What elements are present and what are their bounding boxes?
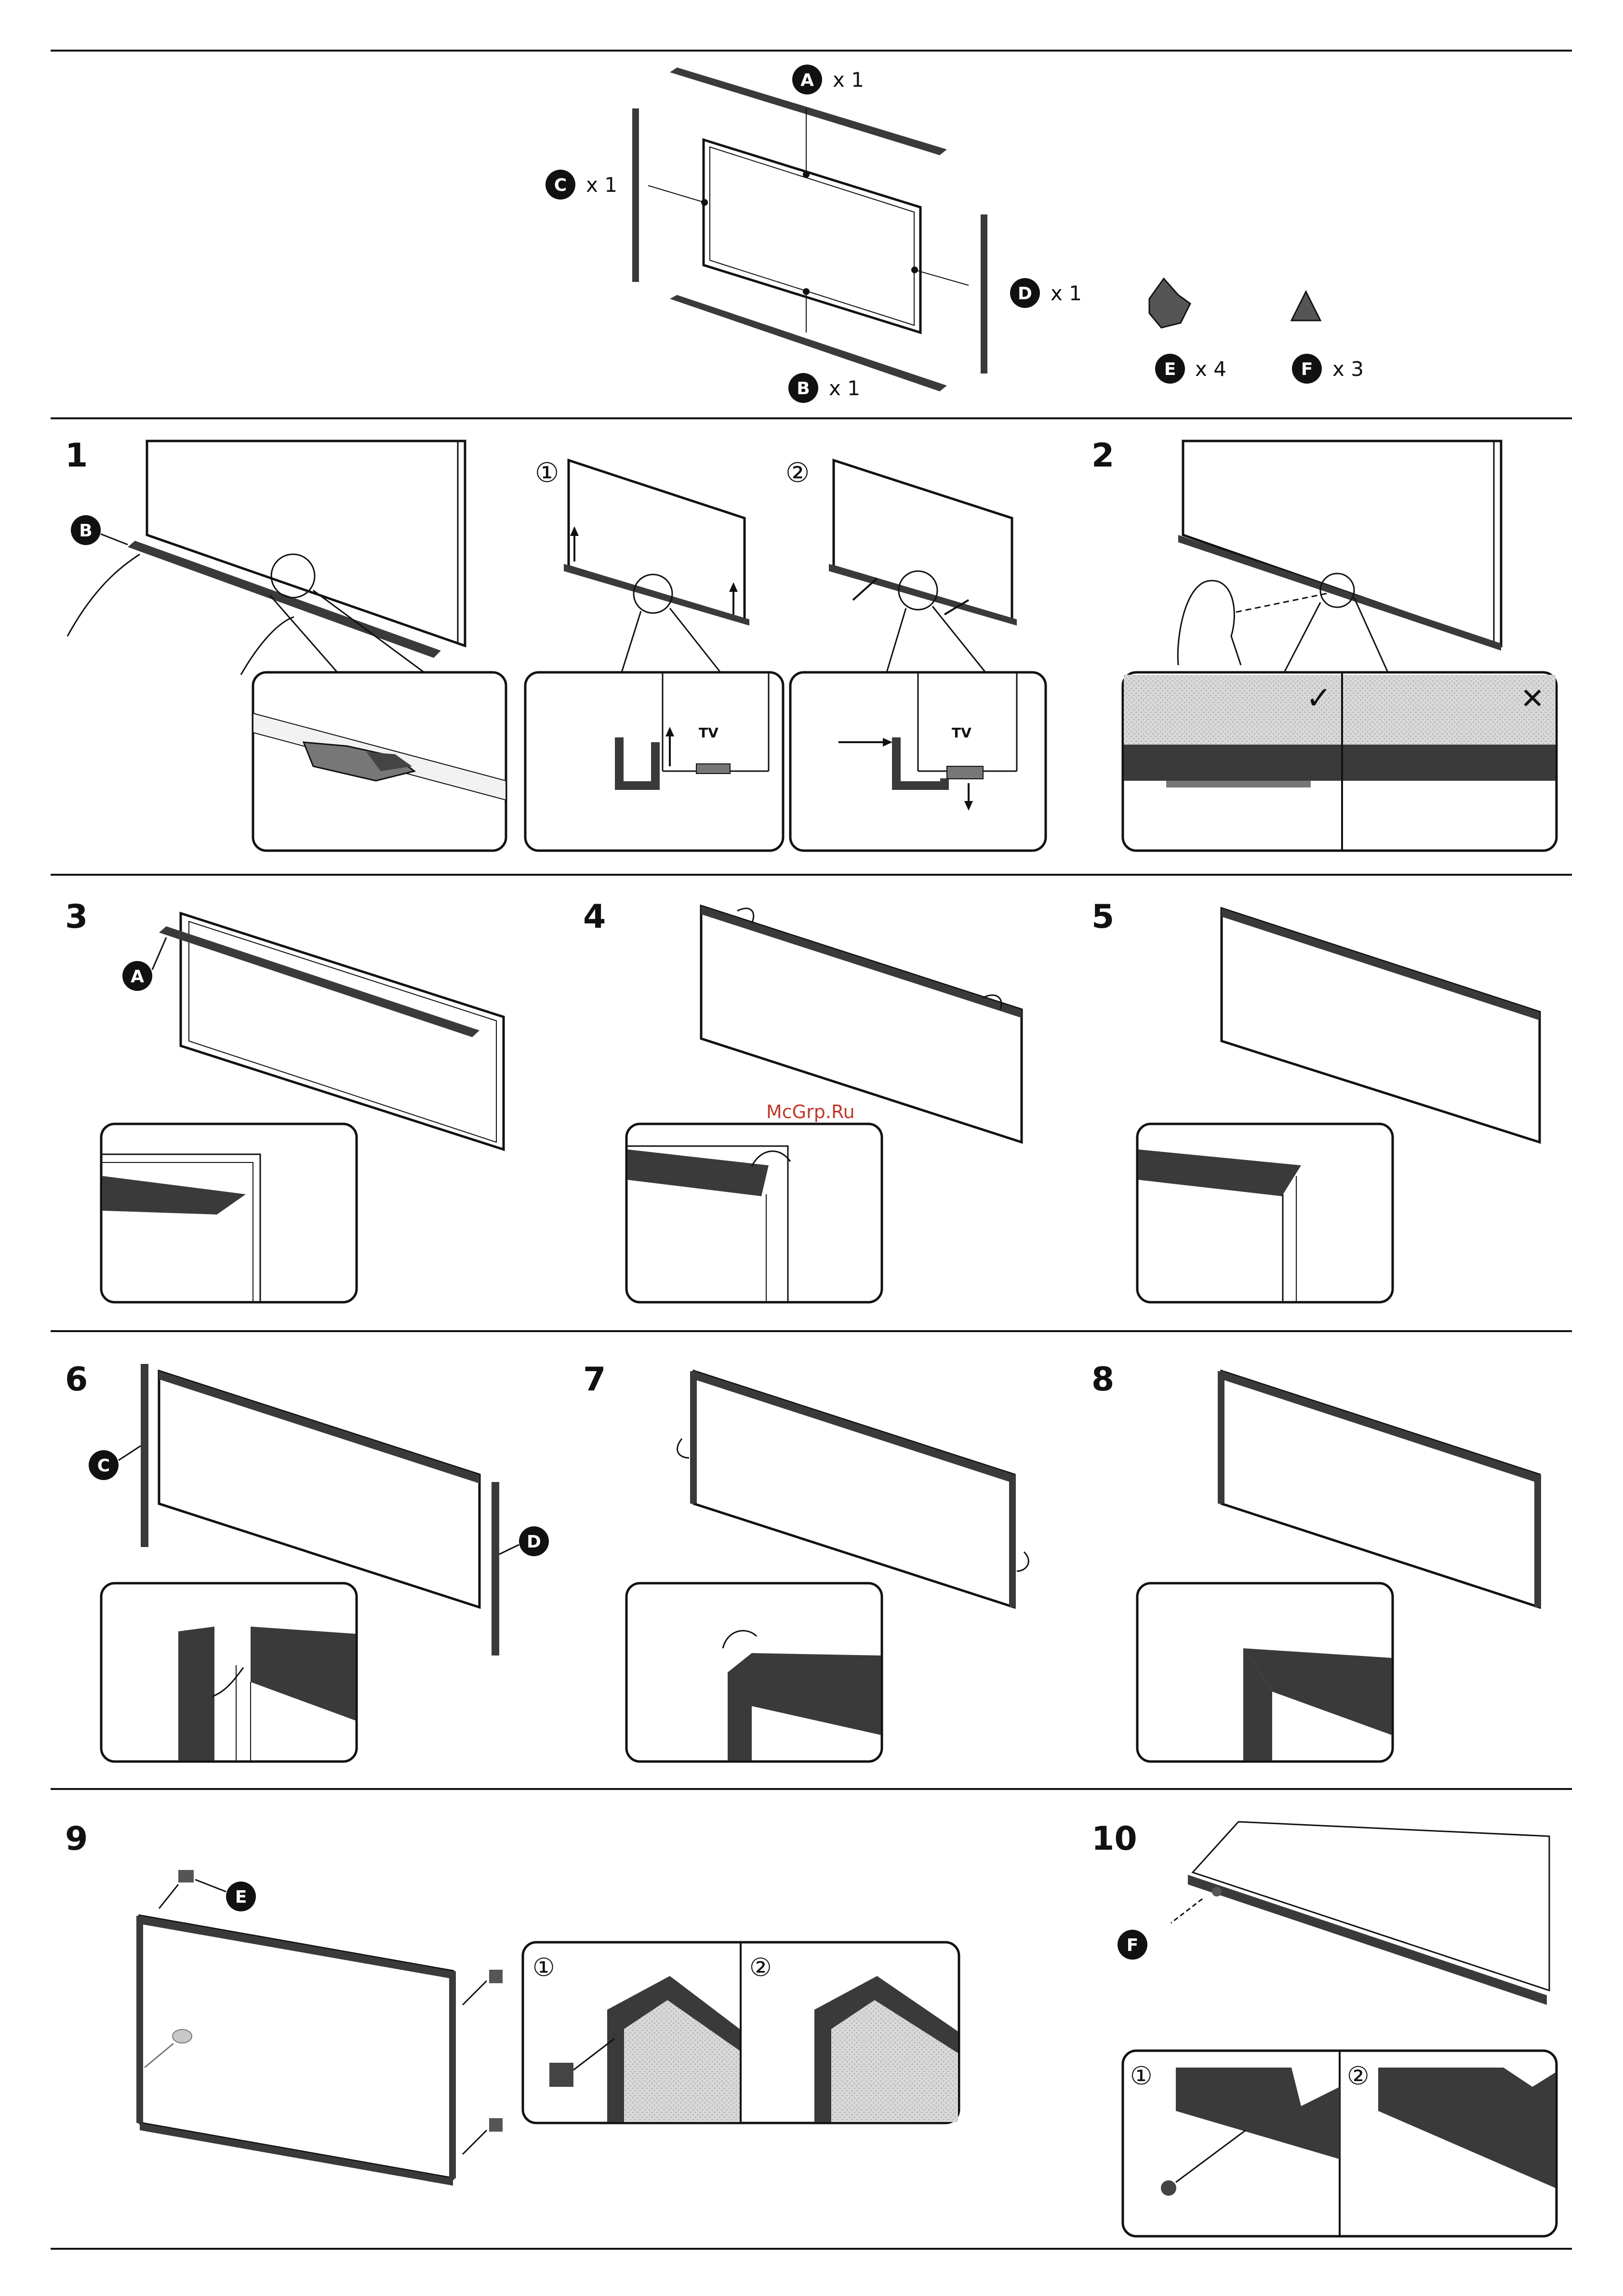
- svg-text:TV: TV: [699, 725, 718, 741]
- svg-text:x 4: x 4: [1195, 357, 1226, 381]
- step-2: 2 ✓ ✕: [1091, 437, 1556, 851]
- svg-text:①: ①: [535, 457, 559, 489]
- svg-text:x 1: x 1: [829, 376, 860, 400]
- svg-text:x 1: x 1: [833, 68, 864, 92]
- svg-text:3: 3: [65, 898, 88, 936]
- svg-text:1: 1: [65, 437, 88, 475]
- svg-text:C: C: [97, 1456, 110, 1476]
- step-9: 9 E ① ②: [65, 1820, 959, 2186]
- step-4: 4: [583, 898, 1022, 1302]
- svg-text:B: B: [79, 521, 92, 541]
- svg-text:①: ①: [532, 1953, 555, 1982]
- step-7: 7: [583, 1361, 1028, 1762]
- svg-text:F: F: [1127, 1936, 1139, 1955]
- svg-text:✕: ✕: [1520, 682, 1544, 716]
- svg-text:①: ①: [1130, 2062, 1153, 2091]
- svg-text:10: 10: [1091, 1820, 1137, 1858]
- svg-text:9: 9: [65, 1820, 88, 1858]
- svg-text:D: D: [527, 1532, 541, 1552]
- part-e: E x 4: [1149, 279, 1226, 384]
- label-d: D x 1: [1010, 278, 1082, 308]
- label-a: A x 1: [792, 65, 864, 94]
- step-5: 5: [1091, 898, 1540, 1302]
- strip-c: [632, 108, 639, 282]
- svg-text:8: 8: [1091, 1361, 1114, 1399]
- svg-text:②: ②: [785, 457, 810, 489]
- svg-text:5: 5: [1091, 898, 1114, 936]
- svg-text:②: ②: [749, 1953, 772, 1982]
- svg-text:4: 4: [583, 898, 606, 936]
- svg-text:x 3: x 3: [1332, 357, 1364, 381]
- svg-text:✓: ✓: [1306, 681, 1332, 716]
- svg-text:TV: TV: [952, 725, 971, 741]
- label-b: B x 1: [788, 373, 860, 403]
- svg-text:A: A: [800, 70, 814, 90]
- svg-text:B: B: [797, 379, 810, 399]
- strip-d: [981, 214, 987, 374]
- svg-text:E: E: [1164, 360, 1176, 379]
- svg-text:②: ②: [1347, 2062, 1370, 2091]
- svg-text:x 1: x 1: [586, 173, 617, 197]
- label-c: C x 1: [545, 170, 617, 200]
- watermark: McGrp.Ru: [766, 1101, 855, 1122]
- step-3: 3 A: [65, 898, 504, 1302]
- svg-text:x 1: x 1: [1051, 281, 1082, 305]
- svg-text:6: 6: [65, 1361, 88, 1399]
- svg-text:D: D: [1018, 284, 1032, 304]
- svg-text:F: F: [1301, 360, 1313, 379]
- svg-text:A: A: [131, 967, 144, 987]
- step-10: 10 F ① ②: [1091, 1820, 1556, 2236]
- tv-panel: [704, 140, 920, 333]
- step-1: 1 B ① TV: [65, 437, 1046, 851]
- step-6: 6 C D: [65, 1361, 549, 1762]
- svg-text:2: 2: [1091, 437, 1114, 475]
- step-8: 8: [1091, 1361, 1541, 1762]
- parts-overview: A x 1 C x 1 D x 1 B x 1 E x 4 F: [545, 65, 1364, 403]
- svg-text:7: 7: [583, 1361, 606, 1399]
- svg-text:E: E: [235, 1887, 247, 1907]
- svg-text:C: C: [554, 175, 567, 195]
- part-f: F x 3: [1291, 292, 1364, 384]
